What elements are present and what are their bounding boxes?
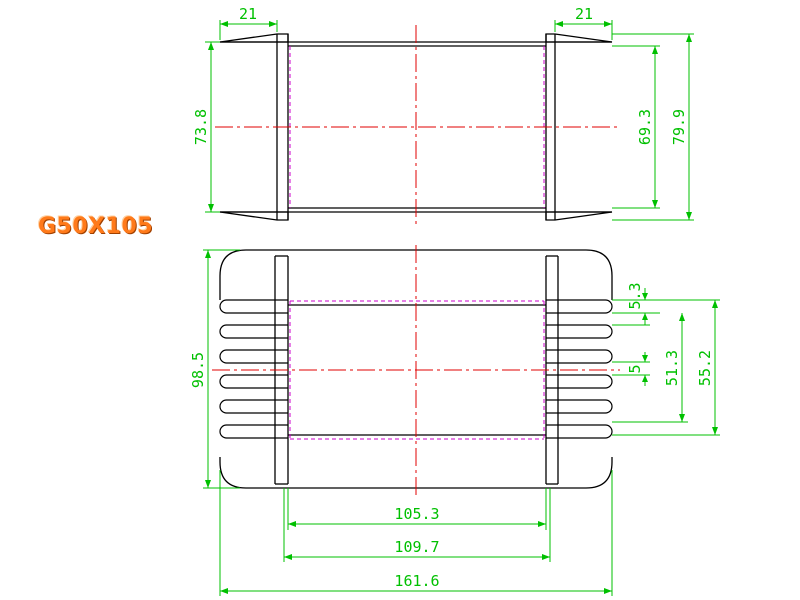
front-view-centerlines	[212, 245, 620, 495]
left-fin-group	[219, 299, 288, 439]
dim-width-inner-label: 105.3	[394, 505, 439, 523]
dim-height-inner-right-label: 69.3	[636, 109, 654, 145]
top-view-dimensions	[205, 20, 694, 221]
right-fin-2	[546, 324, 613, 339]
part-number-title: G50X105	[38, 214, 154, 239]
right-fin-6	[546, 424, 613, 439]
right-fin-3	[546, 349, 613, 364]
dim-span-inner-label: 51.3	[663, 350, 681, 386]
left-fin-2	[219, 324, 288, 339]
left-fin-4	[219, 374, 288, 389]
dim-span-outer-label: 55.2	[696, 350, 714, 386]
left-fin-5	[219, 399, 288, 414]
right-fin-group	[546, 299, 613, 439]
right-fin-5	[546, 399, 613, 414]
flange-bottom-left	[219, 211, 289, 221]
top-view-centerlines	[215, 25, 620, 228]
front-view-dimensions	[203, 249, 720, 596]
left-fin-1	[219, 299, 288, 314]
flange-top-right	[545, 33, 613, 43]
right-fin-1	[546, 299, 613, 314]
dim-pitch-label: 5	[626, 364, 644, 373]
dim-flange-right-label: 21	[575, 5, 593, 23]
dim-front-height-label: 98.5	[189, 352, 207, 388]
left-fin-3	[219, 349, 288, 364]
right-fin-4	[546, 374, 613, 389]
flange-top-left	[219, 33, 289, 43]
dim-flange-left-label: 21	[239, 5, 257, 23]
dim-width-mid-label: 109.7	[394, 538, 439, 556]
dim-slot-label: 5.3	[626, 282, 644, 309]
dim-height-outer-right-label: 79.9	[670, 109, 688, 145]
front-view-hidden-lines	[289, 300, 545, 440]
dim-height-left-label: 73.8	[192, 109, 210, 145]
flange-bottom-right	[545, 211, 613, 221]
left-fin-6	[219, 424, 288, 439]
dim-width-total-label: 161.6	[394, 572, 439, 590]
